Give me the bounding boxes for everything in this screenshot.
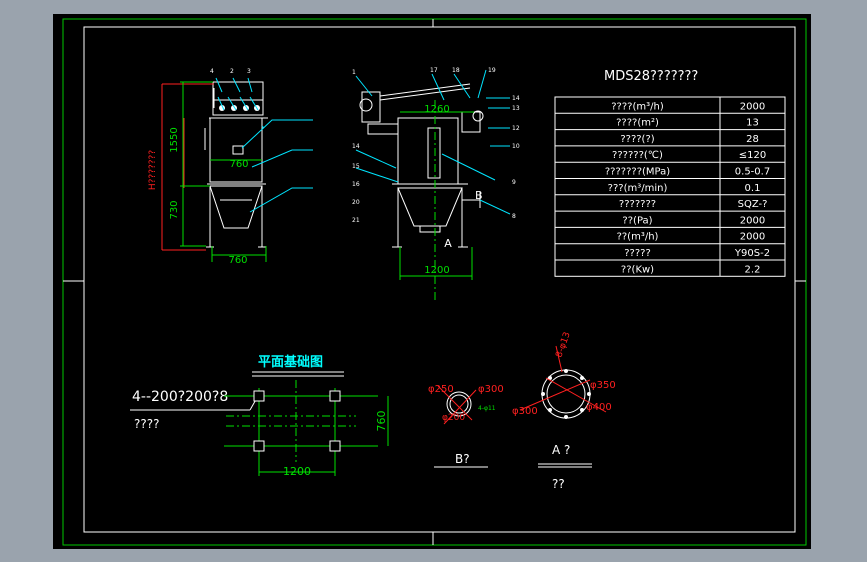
spec-row-value: 28 <box>746 134 759 145</box>
vertical-note: H??????? <box>148 150 158 190</box>
drawing-title: MDS28??????? <box>604 69 698 84</box>
side-view: 1550 730 H??????? 760 760 4 2 3 <box>148 68 313 266</box>
foundation-plan: 平面基础图 4--200?200?8 ???? 1200 760 <box>130 354 389 478</box>
inner-frame <box>83 26 796 533</box>
section-b-dim-flange: φ300 <box>478 384 504 395</box>
callout-r12: 12 <box>512 125 520 132</box>
callout-r13: 13 <box>512 105 520 112</box>
spec-row-label: ??????? <box>619 199 656 210</box>
spec-row-label: ??(m³/h) <box>617 232 659 243</box>
spec-row-value: SQZ-? <box>738 199 768 210</box>
front-dim-top: 1260 <box>424 104 449 115</box>
section-a-dim-outer: φ400 <box>586 402 612 413</box>
spec-row-value: 2000 <box>740 215 765 226</box>
front-view: 1260 1200 A B 1 14 15 16 20 21 17 18 19 … <box>352 67 520 300</box>
callout-18: 18 <box>452 67 460 74</box>
callout-17: 17 <box>430 67 438 74</box>
spec-row-value: 0.1 <box>745 183 761 194</box>
spec-row-value: 13 <box>746 118 759 129</box>
section-a-sub-label: ?? <box>552 477 565 491</box>
callout-19: 19 <box>488 67 496 74</box>
section-b-dim-inner: φ200 <box>442 413 465 423</box>
spec-row-value: 2.2 <box>745 264 761 275</box>
spec-row-value: ≤120 <box>739 150 766 161</box>
spec-row-label: ????(?) <box>620 134 654 145</box>
callout-4: 4 <box>210 68 214 75</box>
callout-1: 1 <box>352 69 356 76</box>
spec-row-label: ??(Kw) <box>621 264 654 275</box>
outer-frame <box>62 18 807 546</box>
spec-row-label: ??(Pa) <box>622 215 652 226</box>
section-b-view: φ250 φ300 φ200 4-φ11 B? <box>428 384 504 468</box>
callout-21: 21 <box>352 217 360 224</box>
section-b-holes: 4-φ11 <box>478 405 496 412</box>
callout-r9: 9 <box>512 179 516 186</box>
frame-center-marks <box>63 19 806 545</box>
foundation-dim-height: 760 <box>375 411 388 432</box>
spec-table-border <box>554 96 786 277</box>
spec-row-value: 0.5-0.7 <box>735 167 770 178</box>
section-b-label: B? <box>455 452 470 466</box>
front-ash-hopper <box>397 187 463 227</box>
dim-width-base: 760 <box>228 255 247 266</box>
spec-row-label: ????(m³/h) <box>611 101 664 112</box>
callout-16: 16 <box>352 181 360 188</box>
drawing-background <box>53 14 811 549</box>
callout-2: 2 <box>230 68 234 75</box>
front-dim-base: 1200 <box>424 265 449 276</box>
section-b-dim-outer: φ250 <box>428 384 454 395</box>
dim-height-top: 1550 <box>169 127 180 152</box>
section-a-dim-inner: φ300 <box>512 406 538 417</box>
callout-r14: 14 <box>512 95 520 102</box>
callout-r8: 8 <box>512 213 516 220</box>
foundation-title: 平面基础图 <box>258 354 323 370</box>
spec-row-value: 2000 <box>740 232 765 243</box>
section-a-dim-mid: φ350 <box>590 380 616 391</box>
bolt-sub-note: ???? <box>134 417 159 431</box>
callout-r10: 10 <box>512 143 520 150</box>
dim-width-inner: 760 <box>229 159 248 170</box>
section-mark-a: A <box>444 237 452 250</box>
dim-height-bottom: 730 <box>169 200 180 219</box>
spec-row-label: ???(m³/min) <box>608 183 668 194</box>
spec-table: ????(m³/h) 2000 ????(m²) 13 ????(?) 28 ??????(… <box>554 96 786 277</box>
section-a-label: A ? <box>552 443 570 457</box>
callout-14: 14 <box>352 143 360 150</box>
bolt-note: 4--200?200?8 <box>132 389 228 405</box>
section-mark-b: B <box>475 189 483 202</box>
spec-row-label: ????? <box>624 248 651 259</box>
callout-3: 3 <box>247 68 251 75</box>
spec-row-value: Y90S-2 <box>734 248 770 259</box>
callout-20: 20 <box>352 199 360 206</box>
callout-15: 15 <box>352 163 360 170</box>
spec-row-value: 2000 <box>740 101 765 112</box>
foundation-dim-width: 1200 <box>283 465 311 478</box>
spec-row-label: ???????(MPa) <box>605 167 670 178</box>
spec-row-label: ??????(℃) <box>612 150 663 161</box>
filter-body <box>209 117 263 183</box>
spec-row-label: ????(m²) <box>616 118 659 129</box>
